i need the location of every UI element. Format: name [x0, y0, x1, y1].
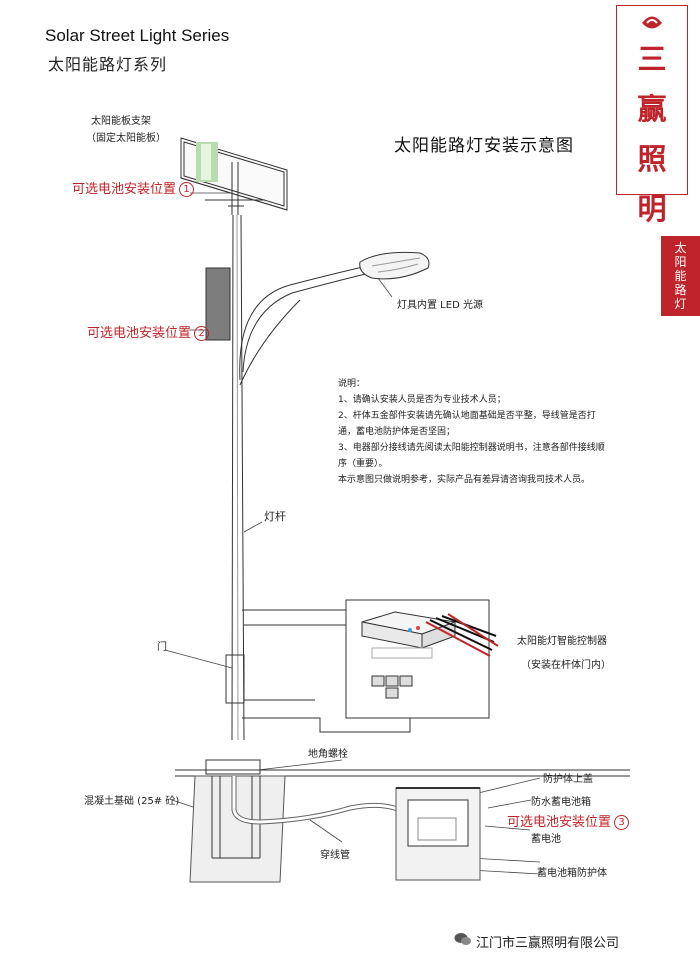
- note-item: 本示意图只做说明参考，实际产品有差异请咨询我司技术人员。: [338, 475, 591, 485]
- label-door: 门: [157, 642, 167, 653]
- label-panel-bracket-note: （固定太阳能板）: [86, 133, 166, 144]
- lamp-head: [359, 251, 430, 280]
- label-pole: 灯杆: [264, 510, 286, 523]
- number-badge-1: 1: [179, 182, 195, 197]
- logo-char-1: 三: [637, 42, 667, 76]
- series-title-cn: 太阳能路灯系列: [48, 55, 168, 74]
- label-battery: 蓄电池: [531, 834, 561, 845]
- logo-mark-icon: [642, 16, 662, 29]
- logo-char-2: 赢: [637, 92, 667, 126]
- side-tab-label: 太阳能路灯: [674, 241, 687, 311]
- note-item: 2、杆体五金部件安装请先确认地面基础是否平整，导线管是否打通，蓄电池防护体是否坚…: [338, 411, 596, 437]
- note-item: 1、请确认安装人员是否为专业技术人员；: [338, 395, 506, 405]
- concrete-foundation: [189, 759, 286, 883]
- label-controller-note: （安装在杆体门内）: [521, 660, 611, 671]
- solar-panel: [180, 137, 288, 211]
- panel-bracket: [205, 162, 265, 215]
- side-tab: 太阳能路灯: [661, 236, 700, 316]
- battery-enclosure: [395, 787, 481, 881]
- controller-wiring: [242, 599, 490, 733]
- brand-logo: 三 赢 照 明: [616, 5, 688, 226]
- logo-wordmark: 三 赢 照 明: [617, 34, 687, 234]
- label-concrete-base: 混凝土基础 (25# 砼): [84, 796, 180, 807]
- footer-company: 江门市三赢照明有限公司: [476, 936, 620, 951]
- note-item: 3、电器部分接线请先阅读太阳能控制器说明书，注意各部件接线顺序（重要）。: [338, 443, 605, 469]
- label-battery-box: 防水蓄电池箱: [531, 797, 591, 808]
- logo-char-4: 明: [637, 192, 667, 226]
- pole-door: [225, 654, 245, 704]
- installation-notes: 说明： 1、请确认安装人员是否为专业技术人员； 2、杆体五金部件安装请先确认地面…: [338, 376, 613, 488]
- label-led-source: 灯具内置 LED 光源: [397, 300, 483, 311]
- wechat-icon: [454, 933, 471, 945]
- number-badge-3: 3: [614, 815, 630, 830]
- battery-box-on-pole: [205, 267, 231, 341]
- pole: [231, 214, 245, 741]
- lamp-arm: [239, 264, 375, 386]
- label-battery-box-guard: 蓄电池箱防护体: [537, 868, 607, 879]
- label-controller: 太阳能灯智能控制器: [517, 636, 607, 647]
- notes-heading: 说明：: [338, 379, 366, 389]
- label-panel-bracket: 太阳能板支架: [91, 116, 151, 127]
- number-badge-2: 2: [194, 326, 210, 341]
- diagram-title: 太阳能路灯安装示意图: [394, 136, 574, 156]
- label-cover: 防护体上盖: [543, 774, 593, 785]
- label-conduit: 穿线管: [320, 850, 350, 861]
- series-title-en: Solar Street Light Series: [45, 26, 230, 45]
- label-anchor-bolt: 地角螺栓: [308, 749, 348, 760]
- smart-controller: [361, 611, 499, 699]
- logo-char-3: 照: [637, 142, 667, 176]
